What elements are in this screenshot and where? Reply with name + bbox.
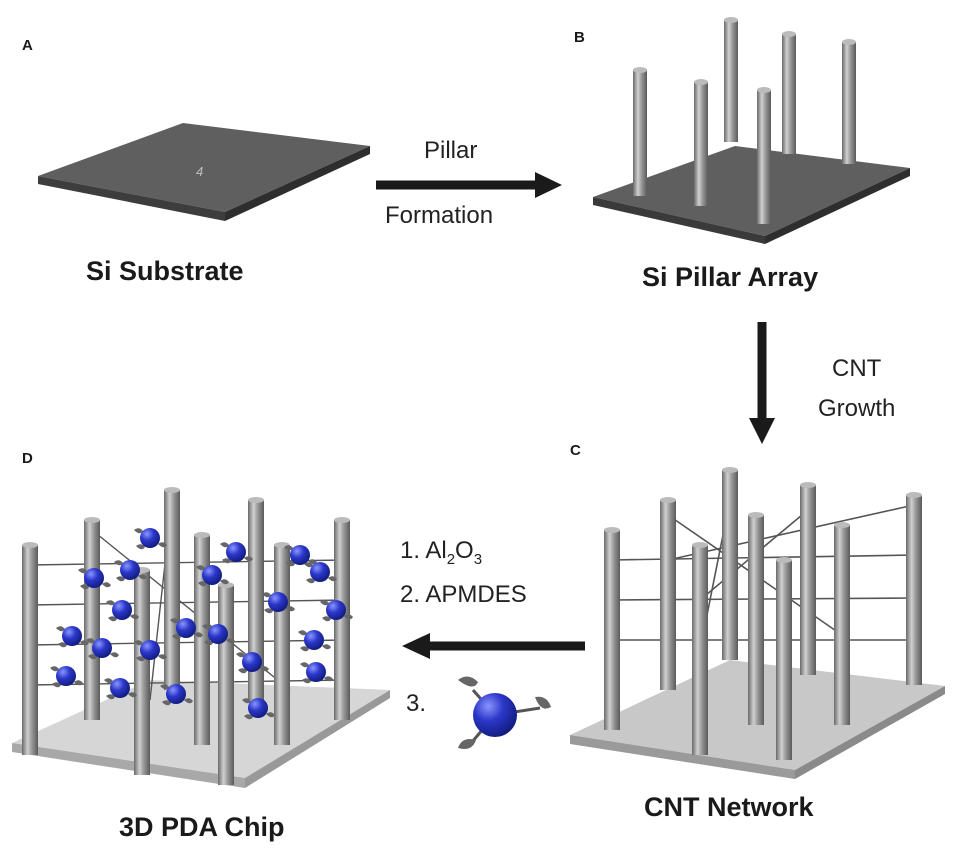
cnt-pillar bbox=[748, 512, 764, 725]
probe-sphere bbox=[320, 600, 353, 622]
probe-sphere bbox=[298, 630, 331, 652]
caption-si-substrate: Si Substrate bbox=[86, 256, 244, 286]
step-1-label: 1. Al2O3 bbox=[400, 537, 483, 568]
probe-sphere bbox=[50, 666, 83, 688]
pillar bbox=[694, 79, 708, 206]
probe-sphere bbox=[242, 698, 275, 720]
pda-pillar bbox=[164, 487, 180, 690]
pillar bbox=[633, 67, 647, 196]
cnt-pillar bbox=[834, 522, 850, 725]
pillar-formation-label-2: Formation bbox=[385, 202, 494, 229]
probe-sphere bbox=[78, 568, 111, 590]
caption-si-pillar-array: Si Pillar Array bbox=[642, 262, 819, 292]
pillar bbox=[724, 17, 738, 142]
pillar bbox=[757, 87, 771, 224]
probe-sphere bbox=[262, 592, 295, 614]
cnt-pillar bbox=[800, 482, 816, 675]
pda-pillar bbox=[218, 582, 234, 785]
pillar bbox=[842, 39, 856, 164]
pda-chip bbox=[12, 487, 390, 788]
cnt-pillar bbox=[722, 467, 738, 660]
probe-sphere bbox=[304, 562, 337, 584]
si-substrate-slab bbox=[38, 123, 370, 221]
cnt-pillar bbox=[906, 492, 922, 685]
probe-sphere bbox=[284, 545, 317, 567]
probe-sphere bbox=[220, 542, 253, 564]
step-3-label: 3. bbox=[406, 690, 427, 717]
substrate-mark: 4 bbox=[196, 164, 203, 179]
cnt-growth-label-2: Growth bbox=[818, 395, 896, 422]
cnt-pillar bbox=[604, 527, 620, 730]
pda-pillar bbox=[134, 567, 150, 775]
probe-sphere bbox=[202, 624, 235, 646]
cnt-pillar bbox=[660, 497, 676, 690]
probe-sphere bbox=[170, 618, 203, 640]
pda-pillar bbox=[194, 532, 210, 745]
pda-pillar bbox=[248, 497, 264, 700]
probe-sphere bbox=[134, 640, 167, 662]
pda-pillar bbox=[22, 542, 38, 755]
probe-sphere bbox=[86, 638, 119, 660]
probe-sphere bbox=[160, 684, 193, 706]
pda-pillar bbox=[84, 517, 100, 720]
pillar-formation-arrow bbox=[376, 172, 562, 198]
probe-sphere bbox=[104, 678, 137, 700]
cnt-growth-label-1: CNT bbox=[832, 355, 882, 382]
probe-sphere bbox=[196, 565, 229, 587]
probe-sphere bbox=[134, 528, 167, 550]
cnt-pillar bbox=[692, 542, 708, 755]
panel-letter-c: C bbox=[570, 442, 581, 459]
probe-molecule-icon bbox=[458, 676, 551, 749]
panel-letter-b: B bbox=[574, 29, 585, 46]
pda-pillar bbox=[274, 542, 290, 745]
cnt-pillar bbox=[776, 557, 792, 760]
step-2-label: 2. APMDES bbox=[400, 581, 527, 608]
pillar bbox=[782, 31, 796, 154]
panel-letter-a: A bbox=[22, 37, 33, 54]
cnt-network bbox=[570, 467, 945, 779]
probe-sphere bbox=[236, 652, 269, 674]
probe-sphere bbox=[56, 626, 89, 648]
caption-cnt-network: CNT Network bbox=[644, 792, 814, 822]
probe-sphere bbox=[114, 560, 147, 582]
probe-sphere bbox=[106, 600, 139, 622]
caption-3d-pda-chip: 3D PDA Chip bbox=[119, 812, 285, 842]
pillar-formation-label-1: Pillar bbox=[424, 137, 478, 164]
probe-sphere bbox=[300, 662, 333, 684]
pda-pillar bbox=[334, 517, 350, 720]
cnt-growth-arrow bbox=[749, 322, 775, 444]
functionalization-arrow bbox=[402, 633, 585, 659]
si-pillar-array bbox=[593, 17, 910, 244]
panel-letter-d: D bbox=[22, 450, 33, 467]
